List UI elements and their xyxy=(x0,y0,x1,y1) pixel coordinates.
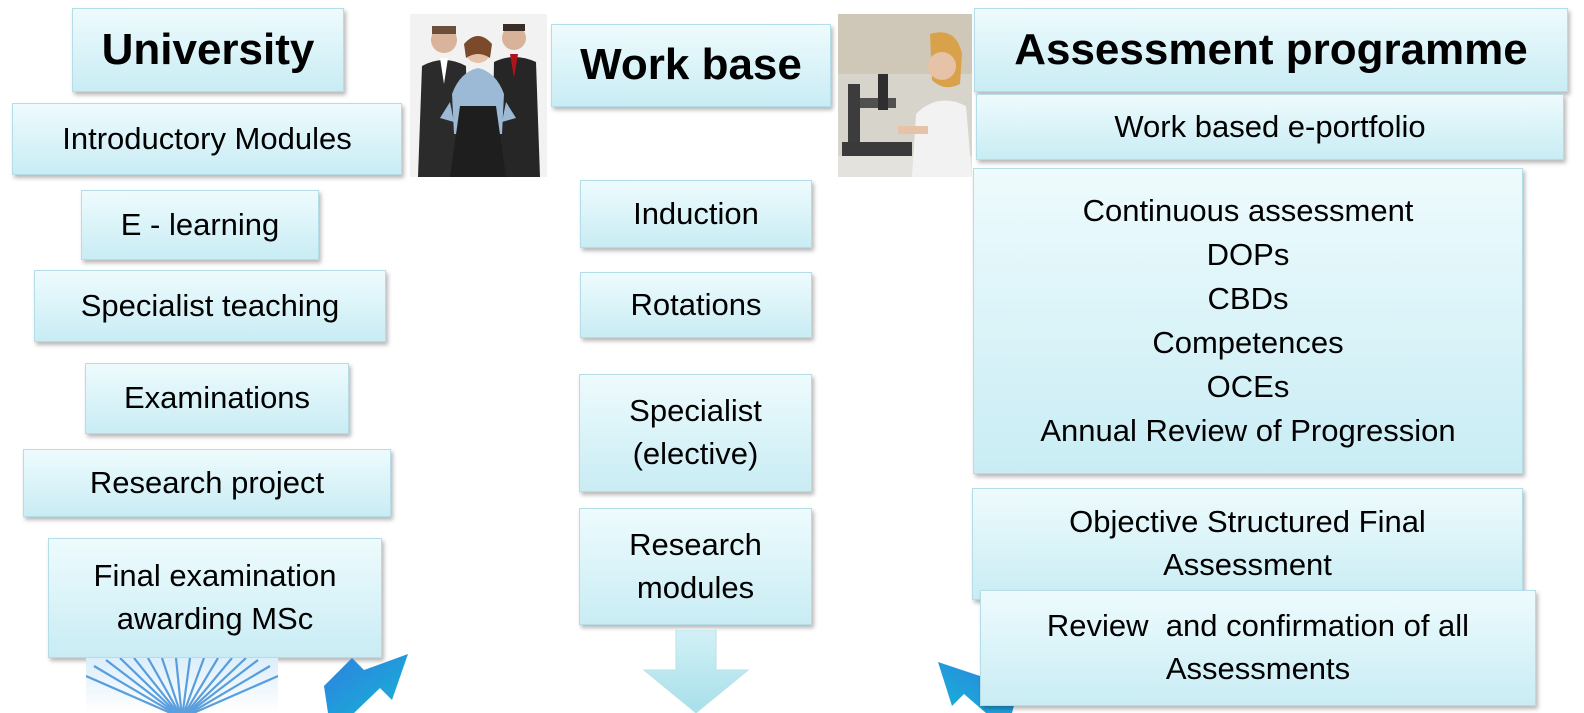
sunburst-graphic xyxy=(86,658,278,713)
work-base-item-rotations: Rotations xyxy=(580,272,812,338)
assessment-title: Assessment programme xyxy=(974,8,1568,92)
university-item-e-learning: E - learning xyxy=(81,190,319,260)
university-title-label: University xyxy=(101,24,315,74)
work-base-item-research-modules: Research modules xyxy=(579,508,812,625)
assessment-item-review: Review and confirmation of all Assessmen… xyxy=(980,590,1536,706)
laboratory-photo xyxy=(838,14,972,177)
university-title: University xyxy=(72,8,344,92)
university-item-research-project: Research project xyxy=(23,449,391,517)
work-base-item-induction: Induction xyxy=(580,180,812,248)
assessment-item-osfa: Objective Structured Final Assessment xyxy=(972,488,1523,600)
business-people-photo xyxy=(410,14,547,177)
work-base-title-label: Work base xyxy=(580,40,802,90)
work-base-item-specialist-elective: Specialist (elective) xyxy=(579,374,812,492)
assessment-item-continuous: Continuous assessment DOPs CBDs Competen… xyxy=(973,168,1523,474)
work-base-title: Work base xyxy=(551,24,831,107)
assessment-title-label: Assessment programme xyxy=(1014,24,1528,74)
university-item-introductory-modules: Introductory Modules xyxy=(12,103,402,175)
university-final-examination: Final examination awarding MSc xyxy=(48,538,382,658)
university-item-examinations: Examinations xyxy=(85,363,349,434)
assessment-item-eportfolio: Work based e-portfolio xyxy=(976,94,1564,160)
arrow-down-right-icon xyxy=(324,654,408,713)
university-item-specialist-teaching: Specialist teaching xyxy=(34,270,386,342)
arrow-down-icon xyxy=(642,630,750,713)
